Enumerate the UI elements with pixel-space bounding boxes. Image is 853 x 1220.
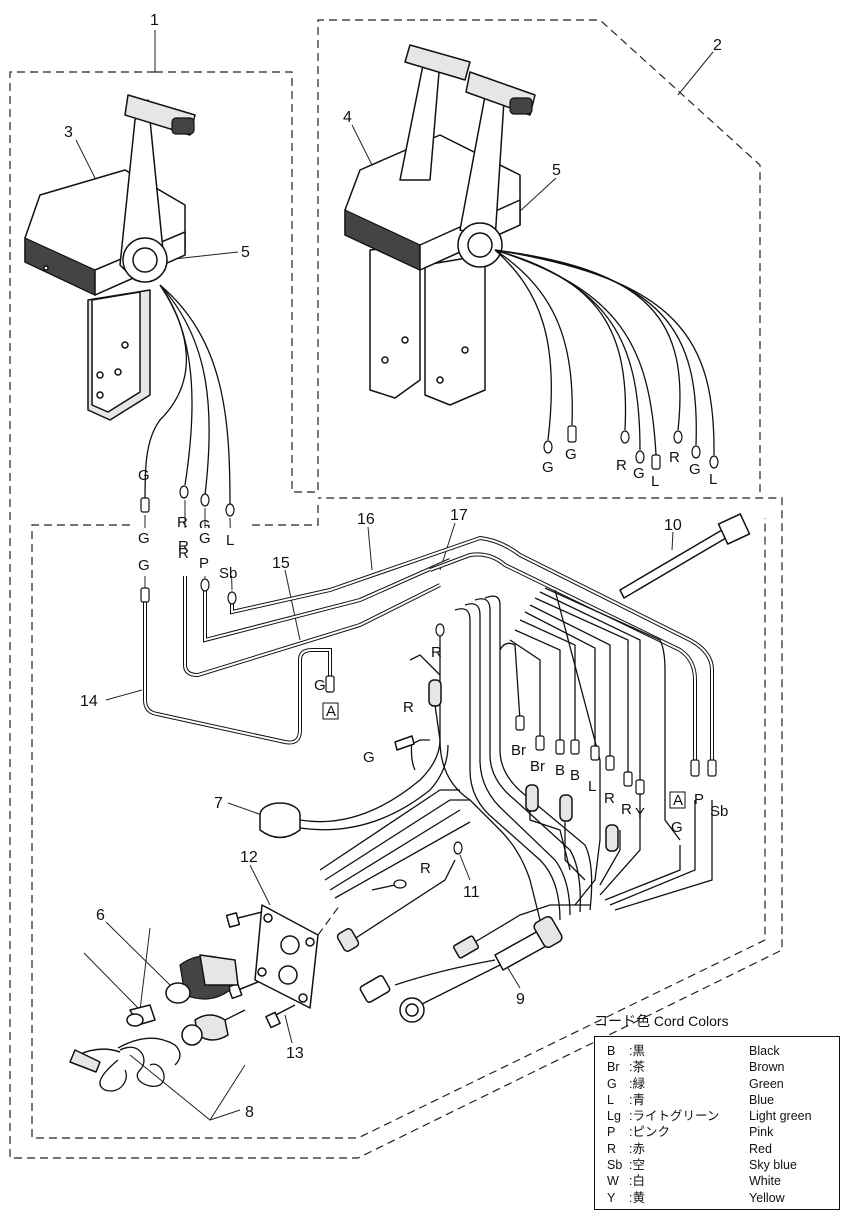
- single-lever-control: [24, 94, 196, 421]
- junction-mask: [130, 528, 245, 576]
- callout-8: 8: [245, 1104, 254, 1121]
- leader-3: [75, 139, 96, 179]
- leader-4: [351, 124, 373, 166]
- wl-y: Y: [635, 805, 645, 822]
- ur-label-g4: G: [689, 461, 701, 478]
- ur-label-g1: G: [542, 459, 554, 476]
- callout-16: 16: [357, 511, 375, 528]
- dual-lever-control: [344, 44, 536, 406]
- junction-bottom-g: G: [138, 557, 150, 574]
- leader-10: [671, 531, 674, 551]
- leader-8b: [209, 1109, 241, 1121]
- wl-sb: Sb: [710, 803, 728, 820]
- callout-10: 10: [664, 517, 682, 534]
- wl-r1: R: [431, 644, 442, 661]
- ul-label-r: R: [177, 514, 188, 531]
- main-harness: [319, 587, 717, 1023]
- box-a-left: [322, 702, 339, 720]
- wl-b1: B: [555, 762, 565, 779]
- callout-9: 9: [516, 991, 525, 1008]
- wl-br1: Br: [511, 742, 526, 759]
- wl-p: P: [694, 791, 704, 808]
- callout-12: 12: [240, 849, 258, 866]
- junction-top-l: L: [226, 532, 234, 549]
- callout-4: 4: [343, 109, 352, 126]
- ur-label-g2: G: [565, 446, 577, 463]
- upper-left-harness: [140, 284, 235, 517]
- ur-label-r1: R: [616, 457, 627, 474]
- wl-ga: G: [314, 677, 326, 694]
- leader-16: [367, 526, 373, 571]
- callout-17: 17: [450, 507, 468, 524]
- wl-r4: R: [621, 801, 632, 818]
- leader-15: [284, 569, 301, 641]
- wl-br2: Br: [530, 758, 545, 775]
- group-1-outline: [155, 19, 761, 495]
- junction-top-r: R: [178, 538, 189, 555]
- wl-r5: R: [420, 860, 431, 877]
- main-switch-assembly: [69, 904, 319, 1092]
- ul-label-g: G: [138, 467, 150, 484]
- leader-14: [105, 689, 143, 701]
- junction-bottom-sb: Sb: [219, 565, 237, 582]
- callout-13: 13: [286, 1045, 304, 1062]
- wl-a-box2: A: [673, 792, 683, 809]
- extension-harnesses: [140, 535, 714, 770]
- ur-label-g3: G: [633, 465, 645, 482]
- leader-2: [677, 51, 714, 96]
- cable-tie: [619, 513, 751, 599]
- wl-g3: G: [363, 749, 375, 766]
- wl-b2: B: [570, 767, 580, 784]
- junction-top-g2: G: [199, 530, 211, 547]
- leader-7: [227, 802, 263, 816]
- callout-14: 14: [80, 693, 98, 710]
- callout-7: 7: [214, 795, 223, 812]
- group-1-left-edge: [9, 71, 783, 1159]
- upper-right-harness: [494, 249, 719, 470]
- axis-1: [317, 904, 341, 936]
- callout-15: 15: [272, 555, 290, 572]
- callout-1: 1: [150, 12, 159, 29]
- wl-a-box: A: [326, 703, 336, 720]
- callout-11: 11: [463, 884, 480, 901]
- leader-13: [284, 1014, 293, 1044]
- group-inner-outline: [31, 505, 766, 1139]
- callout-5b: 5: [552, 162, 561, 179]
- leader-8: [129, 1054, 246, 1121]
- leader-12: [249, 864, 271, 906]
- box-a-right: [669, 791, 686, 809]
- wl-r3: R: [604, 790, 615, 807]
- ur-label-r2: R: [669, 449, 680, 466]
- callout-3: 3: [64, 124, 73, 141]
- junction-top-g: G: [138, 530, 150, 547]
- junction-bottom-r: R: [178, 545, 189, 562]
- wl-l: L: [588, 778, 596, 795]
- wl-r2: R: [403, 699, 414, 716]
- leader-6: [105, 921, 171, 986]
- legend-title: コード色 Cord Colors: [594, 1013, 729, 1029]
- leader-6b: [83, 927, 151, 1012]
- ur-label-l2: L: [709, 471, 717, 488]
- callout-5a: 5: [241, 244, 250, 261]
- callout-6: 6: [96, 907, 105, 924]
- junction-bottom-p: P: [199, 555, 209, 572]
- wl-g4: G: [671, 819, 683, 836]
- buzzer: [259, 623, 449, 839]
- ur-label-l1: L: [651, 473, 659, 490]
- leader-11: [459, 854, 471, 881]
- callout-2: 2: [713, 37, 722, 54]
